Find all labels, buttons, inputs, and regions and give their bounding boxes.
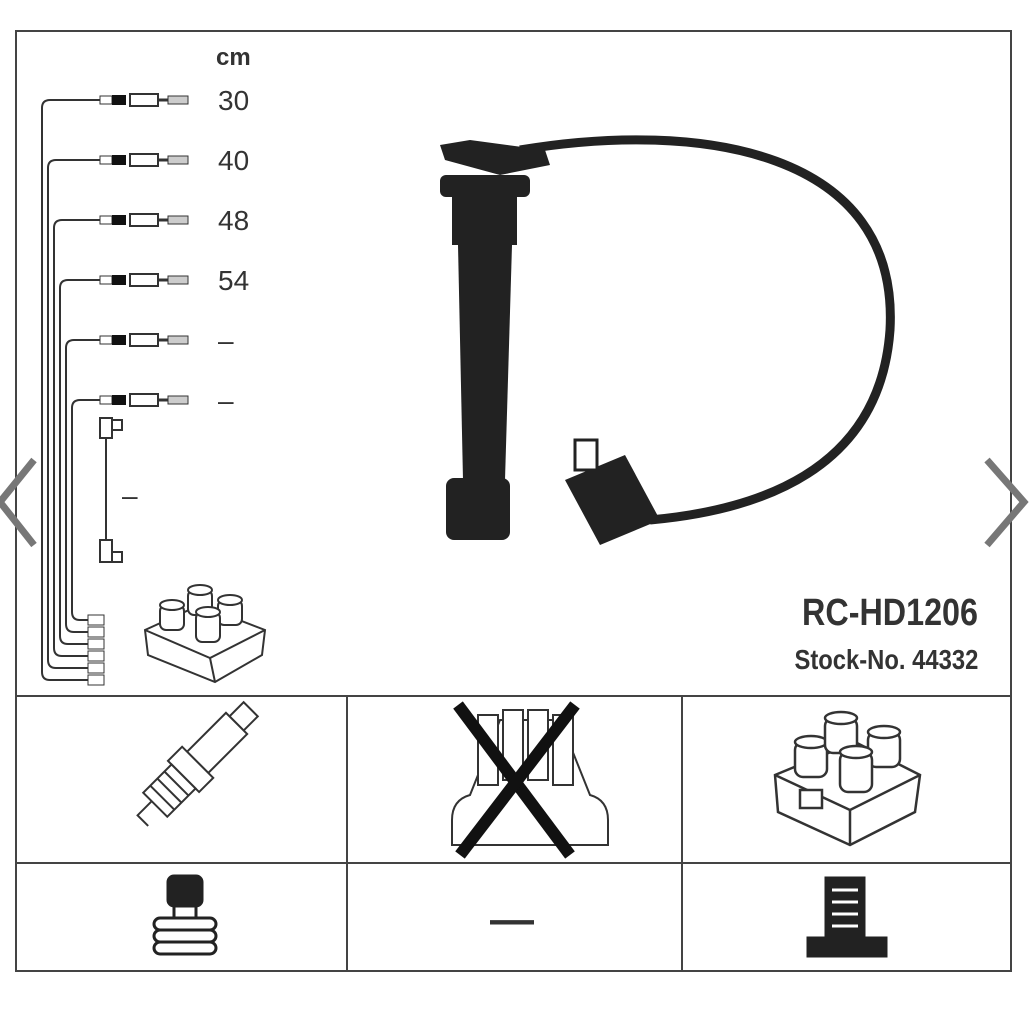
coil-lead-icon: [99, 417, 123, 563]
coil-terminal-icon: [87, 650, 105, 662]
plug-connector-icon: [152, 874, 218, 956]
lead-length: 48: [218, 205, 250, 236]
coil-connector-icon: [806, 876, 888, 958]
ignition-coil-icon: [143, 584, 267, 684]
divider: [15, 695, 1012, 697]
lead-length: –: [218, 385, 234, 416]
plug-boot-icon: [99, 273, 189, 287]
ignition-cable-icon: [440, 135, 895, 545]
plug-boot-icon: [99, 333, 189, 347]
ignition-coil-icon: [773, 710, 922, 847]
chevron-left-icon: [0, 457, 37, 548]
lead-length: –: [218, 325, 234, 356]
diagram-frame: [15, 30, 1012, 972]
part-number: RC-HD1206: [802, 592, 978, 634]
plug-boot-icon: [99, 153, 189, 167]
coil-terminal-icon: [87, 614, 105, 626]
previous-image-button[interactable]: [0, 455, 42, 550]
plug-boot-icon: [99, 93, 189, 107]
divider: [681, 695, 683, 972]
lead-set-icon: [41, 99, 100, 681]
divider: [346, 695, 348, 972]
next-image-button[interactable]: [982, 455, 1032, 550]
lead-length: 40: [218, 145, 250, 176]
divider: [15, 862, 1012, 864]
coil-terminal-icon: [87, 626, 105, 638]
chevron-right-icon: [984, 457, 1029, 548]
empty-cell-dash: —: [490, 895, 534, 944]
coil-terminal-icon: [87, 674, 105, 686]
plug-boot-icon: [99, 213, 189, 227]
coil-terminal-icon: [87, 662, 105, 674]
coil-terminal-icon: [87, 638, 105, 650]
unit-label: cm: [216, 44, 251, 71]
lead-length: 30: [218, 85, 250, 116]
plug-boot-icon: [99, 393, 189, 407]
extra-lead-length: –: [122, 480, 138, 511]
lead-length: 54: [218, 265, 250, 296]
spark-plug-icon: [136, 700, 260, 827]
distributor-cap-icon: [451, 701, 609, 859]
stock-number: Stock-No. 44332: [794, 644, 978, 675]
